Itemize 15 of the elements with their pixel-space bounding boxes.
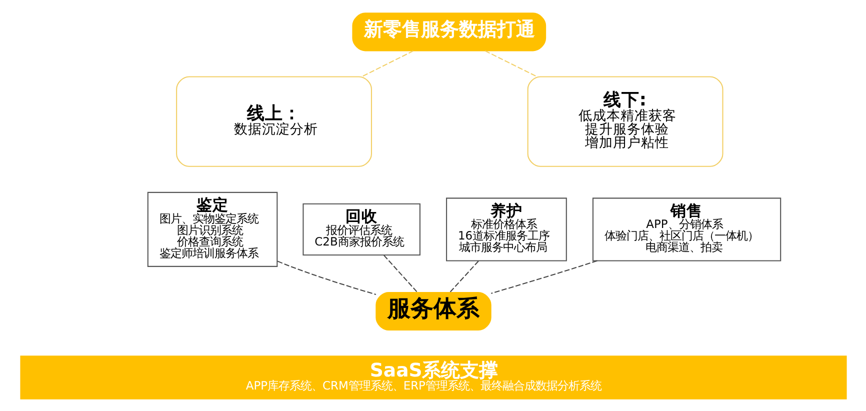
connector	[490, 260, 597, 294]
node-box: 线下: 低成本精准获客 提升服务体验 增加用户粘性	[526, 76, 723, 166]
connector	[484, 50, 537, 77]
node-box: 销售 APP、分销体系 体验门店、社区门店（一体机） 电商渠道、拍卖	[592, 197, 781, 261]
node-box: 养护 标准价格体系 16道标准服务工序 城市服务中心布局	[446, 197, 566, 261]
node-box: 新零售服务数据打通	[352, 12, 546, 51]
node-box: 回收 报价评估系统 C2B商家报价系统	[302, 202, 420, 256]
node-box: 线上： 数据沉淀分析	[176, 76, 372, 166]
connector	[383, 254, 417, 292]
connector	[449, 260, 478, 292]
node-box: SaaS系统支撑 APP库存系统、CRM管理系统、ERP管理系统、最终融合成数据分析系统	[20, 355, 846, 399]
node-box: 鉴定 图片、实物鉴定系统 图片识别系统 价格查询系统 鉴定师培训服务体系	[146, 191, 278, 266]
node-box: 服务体系	[375, 292, 491, 330]
connector	[361, 50, 414, 77]
connector	[276, 260, 376, 294]
